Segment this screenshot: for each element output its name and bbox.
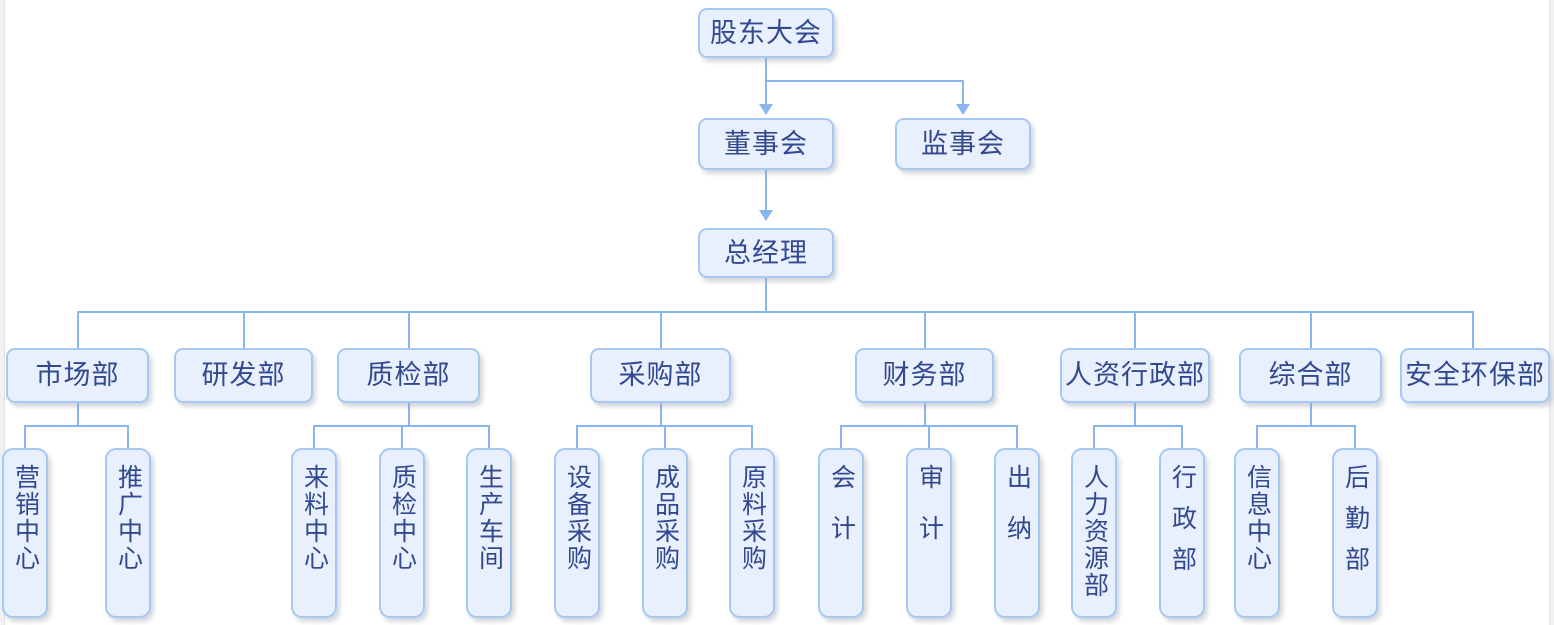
- node-label: 市场部: [35, 360, 120, 391]
- connector-gm-stem: [765, 278, 767, 313]
- connector-hr-admin-stem: [1134, 403, 1136, 427]
- node-leaf-equipment-procurement[interactable]: 设备采购: [554, 448, 600, 618]
- node-label: 监事会: [921, 128, 1005, 159]
- node-label: 综合部: [1268, 360, 1353, 391]
- connector-to-board-directors: [765, 80, 767, 106]
- node-leaf-accounting[interactable]: 会计: [818, 448, 864, 618]
- connector-drop-quality-center: [401, 425, 403, 448]
- node-leaf-information-center[interactable]: 信息中心: [1234, 448, 1280, 618]
- node-label: 财务部: [882, 360, 967, 391]
- node-label: 行政部: [1168, 464, 1196, 587]
- node-general-manager[interactable]: 总经理: [698, 228, 834, 278]
- node-leaf-raw-material-procurement[interactable]: 原料采购: [729, 448, 775, 618]
- connector-drop-raw-procurement: [751, 425, 753, 448]
- node-label: 股东大会: [710, 17, 822, 48]
- connector-marketing-bus: [24, 425, 129, 427]
- node-label: 来料中心: [300, 464, 328, 572]
- node-label: 信息中心: [1243, 464, 1271, 572]
- node-label: 出纳: [1003, 464, 1031, 566]
- node-label: 采购部: [618, 360, 703, 391]
- connector-drop-promotion-center: [127, 425, 129, 448]
- connector-drop-marketing: [77, 311, 79, 348]
- node-label: 质检中心: [388, 464, 416, 572]
- connector-drop-rd: [243, 311, 245, 348]
- connector-drop-equipment-procurement: [576, 425, 578, 448]
- page-right-edge: [1549, 0, 1554, 625]
- node-label: 原料采购: [738, 464, 766, 572]
- arrow-head-general-manager: [759, 210, 773, 221]
- node-department-quality[interactable]: 质检部: [337, 348, 480, 403]
- connector-drop-logistics: [1354, 425, 1356, 448]
- node-leaf-administration-dept[interactable]: 行政部: [1159, 448, 1205, 618]
- page-left-edge: [0, 0, 5, 625]
- node-leaf-human-resources-dept[interactable]: 人力资源部: [1071, 448, 1117, 618]
- node-leaf-production-workshop[interactable]: 生产车间: [466, 448, 512, 618]
- node-leaf-auditing[interactable]: 审计: [906, 448, 952, 618]
- node-label: 安全环保部: [1405, 360, 1545, 391]
- node-shareholders-meeting[interactable]: 股东大会: [698, 8, 834, 58]
- node-board-of-supervisors[interactable]: 监事会: [895, 118, 1031, 170]
- node-label: 研发部: [201, 360, 286, 391]
- node-department-hr-admin[interactable]: 人资行政部: [1060, 348, 1210, 403]
- node-label: 推广中心: [114, 464, 142, 572]
- connector-drop-accounting: [840, 425, 842, 448]
- arrow-head-board-directors: [759, 104, 773, 115]
- node-leaf-logistics-dept[interactable]: 后勤部: [1332, 448, 1378, 618]
- arrow-head-board-supervisors: [956, 104, 970, 115]
- connector-drop-production-workshop: [488, 425, 490, 448]
- node-department-marketing[interactable]: 市场部: [6, 348, 149, 403]
- connector-drop-finished-procurement: [664, 425, 666, 448]
- node-label: 质检部: [366, 360, 451, 391]
- node-leaf-quality-inspection-center[interactable]: 质检中心: [379, 448, 425, 618]
- connector-drop-administration: [1181, 425, 1183, 448]
- connector-general-affairs-stem: [1310, 403, 1312, 427]
- connector-drop-finance: [924, 311, 926, 348]
- connector-drop-information-center: [1256, 425, 1258, 448]
- node-label: 会计: [827, 464, 855, 566]
- node-label: 人资行政部: [1065, 360, 1205, 391]
- node-leaf-incoming-material-center[interactable]: 来料中心: [291, 448, 337, 618]
- connector-drop-procurement: [660, 311, 662, 348]
- connector-drop-quality: [408, 311, 410, 348]
- connector-quality-stem: [408, 403, 410, 427]
- node-department-safety-environment[interactable]: 安全环保部: [1400, 348, 1550, 403]
- connector-finance-stem: [924, 403, 926, 427]
- connector-drop-auditing: [928, 425, 930, 448]
- node-label: 后勤部: [1341, 464, 1369, 587]
- node-department-general-affairs[interactable]: 综合部: [1239, 348, 1382, 403]
- node-label: 董事会: [724, 128, 808, 159]
- node-label: 营销中心: [11, 464, 39, 572]
- node-department-rd[interactable]: 研发部: [174, 348, 313, 403]
- node-department-procurement[interactable]: 采购部: [590, 348, 731, 403]
- connector-to-board-supervisors: [962, 80, 964, 106]
- node-label: 设备采购: [563, 464, 591, 572]
- connector-drop-cashier: [1016, 425, 1018, 448]
- connector-hr-admin-bus: [1093, 425, 1183, 427]
- connector-shareholders-bus: [765, 80, 964, 82]
- node-leaf-finished-goods-procurement[interactable]: 成品采购: [642, 448, 688, 618]
- connector-procurement-stem: [660, 403, 662, 427]
- node-leaf-promotion-center[interactable]: 推广中心: [105, 448, 151, 618]
- node-leaf-sales-center[interactable]: 营销中心: [2, 448, 48, 618]
- node-label: 人力资源部: [1080, 464, 1108, 599]
- connector-drop-hr-admin: [1134, 311, 1136, 348]
- connector-drop-safety: [1472, 311, 1474, 348]
- node-department-finance[interactable]: 财务部: [855, 348, 994, 403]
- connector-drop-sales-center: [24, 425, 26, 448]
- node-label: 总经理: [724, 237, 808, 268]
- connector-to-general-manager: [765, 170, 767, 212]
- connector-drop-human-resources: [1093, 425, 1095, 448]
- connector-marketing-stem: [77, 403, 79, 427]
- connector-general-affairs-bus: [1256, 425, 1356, 427]
- node-board-of-directors[interactable]: 董事会: [698, 118, 834, 170]
- connector-drop-general-affairs: [1310, 311, 1312, 348]
- connector-drop-incoming-material: [313, 425, 315, 448]
- node-leaf-cashier[interactable]: 出纳: [994, 448, 1040, 618]
- node-label: 审计: [915, 464, 943, 566]
- connector-department-bus: [77, 311, 1472, 313]
- node-label: 成品采购: [651, 464, 679, 572]
- connector-shareholders-stem: [765, 58, 767, 88]
- node-label: 生产车间: [475, 464, 503, 572]
